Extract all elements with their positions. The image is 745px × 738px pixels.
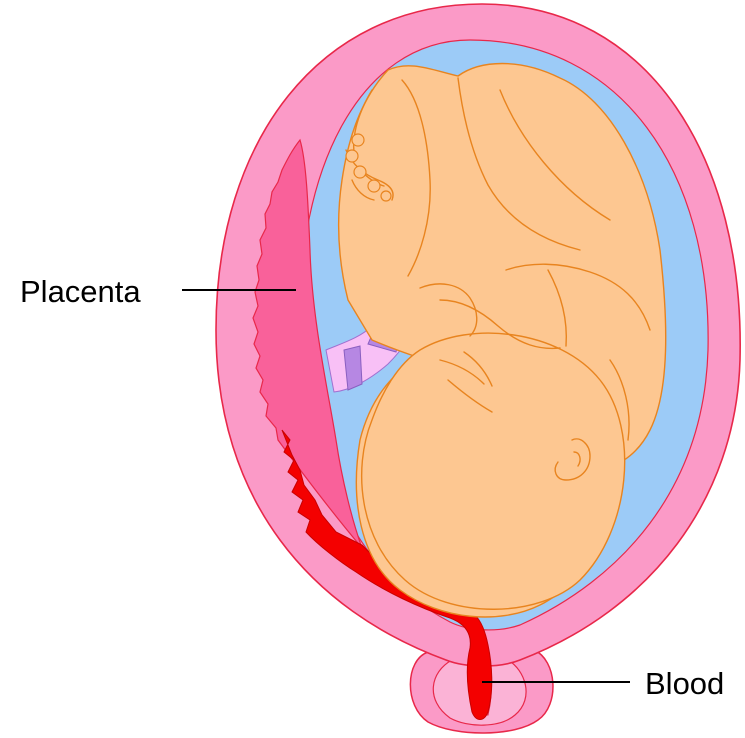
placenta-label: Placenta — [20, 274, 141, 309]
blood-label: Blood — [645, 666, 724, 701]
